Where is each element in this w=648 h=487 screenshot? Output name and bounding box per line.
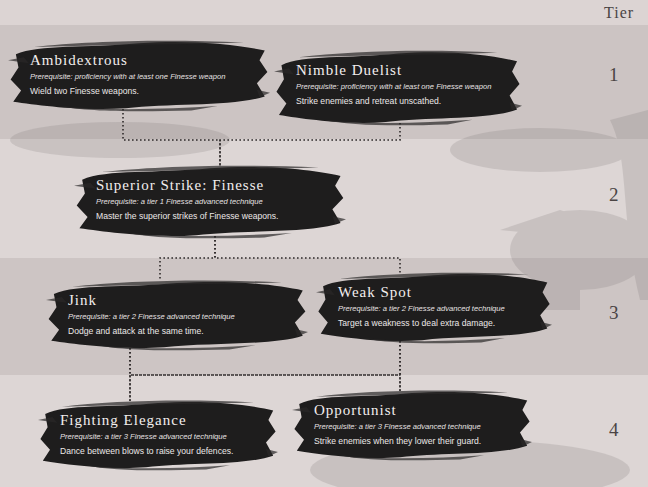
technique-title: Superior Strike: Finesse [96, 176, 332, 194]
node-content: JinkPrerequisite: a tier 2 Finesse advan… [68, 291, 294, 337]
dotted-connector [215, 236, 400, 273]
tier-number: 2 [609, 184, 619, 206]
node-content: AmbidextrousPrerequisite: proficiency wi… [30, 51, 256, 97]
technique-description: Dance between blows to raise your defenc… [60, 446, 264, 457]
prerequisite-text: Prerequisite: proficiency with at least … [296, 82, 508, 92]
technique-node: Weak SpotPrerequisite: a tier 2 Finesse … [316, 270, 552, 344]
prerequisite-text: Prerequisite: a tier 2 Finesse advanced … [338, 304, 538, 314]
dotted-connector [220, 123, 400, 166]
technique-title: Jink [68, 291, 294, 309]
technique-node: Fighting ElegancePrerequisite: a tier 3 … [38, 398, 278, 471]
node-content: Nimble DuelistPrerequisite: proficiency … [296, 61, 508, 107]
technique-title: Opportunist [314, 401, 518, 419]
technique-node: JinkPrerequisite: a tier 2 Finesse advan… [46, 278, 308, 351]
technique-node: Nimble DuelistPrerequisite: proficiency … [274, 48, 522, 126]
technique-description: Dodge and attack at the same time. [68, 326, 294, 337]
dotted-connector [160, 236, 215, 281]
technique-node: Superior Strike: FinessePrerequisite: a … [74, 163, 346, 239]
dotted-connector [129, 348, 131, 401]
prerequisite-text: Prerequisite: a tier 3 Finesse advanced … [60, 432, 264, 442]
prerequisite-text: Prerequisite: a tier 2 Finesse advanced … [68, 312, 294, 322]
dotted-connector [399, 341, 401, 391]
prerequisite-text: Prerequisite: a tier 3 Finesse advanced … [314, 422, 518, 432]
technique-description: Strike enemies and retreat unscathed. [296, 96, 508, 107]
technique-node: OpportunistPrerequisite: a tier 3 Finess… [292, 388, 532, 461]
technique-title: Nimble Duelist [296, 61, 508, 79]
dotted-connector [130, 348, 400, 391]
column-header: Tier [604, 4, 634, 22]
technique-description: Wield two Finesse weapons. [30, 86, 256, 97]
technique-description: Strike enemies when they lower their gua… [314, 436, 518, 447]
technique-title: Fighting Elegance [60, 411, 264, 429]
prerequisite-text: Prerequisite: a tier 1 Finesse advanced … [96, 197, 332, 207]
node-content: OpportunistPrerequisite: a tier 3 Finess… [314, 401, 518, 447]
tier-number: 4 [609, 419, 619, 441]
node-content: Weak SpotPrerequisite: a tier 2 Finesse … [338, 283, 538, 329]
tier-number: 3 [609, 302, 619, 324]
prerequisite-text: Prerequisite: proficiency with at least … [30, 72, 256, 82]
technique-description: Target a weakness to deal extra damage. [338, 318, 538, 329]
node-content: Fighting ElegancePrerequisite: a tier 3 … [60, 411, 264, 457]
technique-title: Weak Spot [338, 283, 538, 301]
tier-number: 1 [609, 64, 619, 86]
technique-node: AmbidextrousPrerequisite: proficiency wi… [8, 38, 270, 112]
technique-description: Master the superior strikes of Finesse w… [96, 211, 332, 222]
node-content: Superior Strike: FinessePrerequisite: a … [96, 176, 332, 222]
dotted-connector [123, 109, 220, 166]
technique-title: Ambidextrous [30, 51, 256, 69]
